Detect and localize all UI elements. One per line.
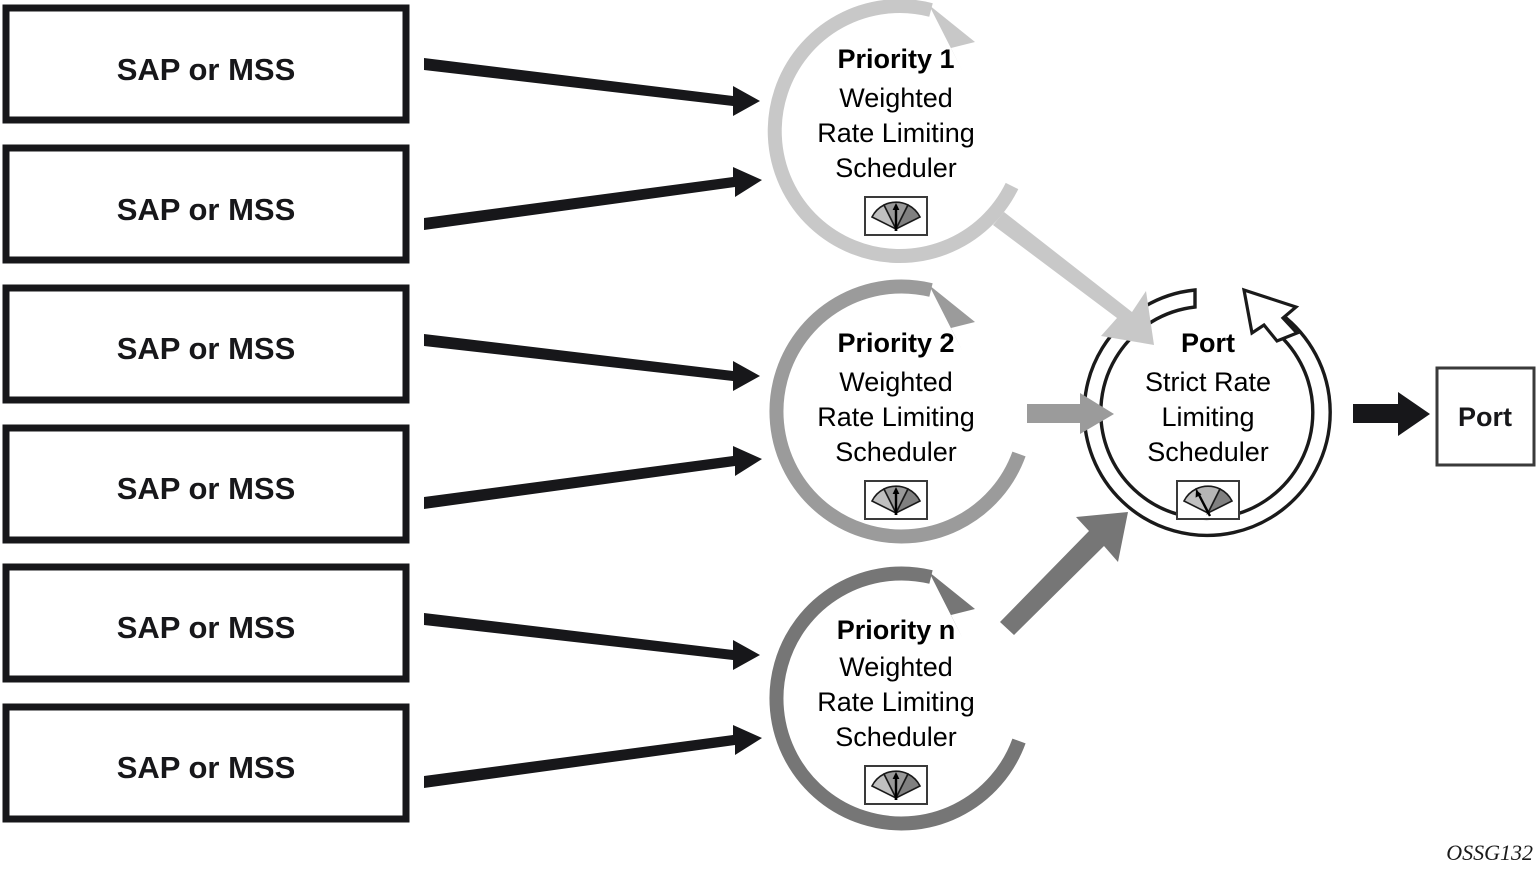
flow-arrow-sap-3-to-priority-2 [424,334,760,391]
rotation-arrowhead-icon [929,5,975,70]
source-box-sap-4[interactable]: SAP or MSS [2,424,410,544]
rotation-arrowhead-icon [929,285,975,350]
source-box-sap-2[interactable]: SAP or MSS [2,144,410,264]
scheduler-title: Priority 2 [837,328,954,358]
scheduler-line-2: Rate Limiting [817,118,975,148]
gauge-icon [864,196,928,236]
scheduler-priority-2[interactable]: Priority 2 Weighted Rate Limiting Schedu… [769,279,1026,544]
gauge-icon [864,765,928,805]
figure-caption: OSSG132 [1446,840,1533,865]
source-box-sap-5[interactable]: SAP or MSS [2,563,410,683]
flow-arrow-sap-2-to-priority-1 [424,167,762,230]
scheduler-priority-1[interactable]: Priority 1 Weighted Rate Limiting Schedu… [767,0,1019,264]
scheduler-port-strict[interactable]: Port Strict Rate Limiting Scheduler [1082,287,1332,538]
source-box-label: SAP or MSS [117,610,296,645]
scheduler-line-2: Limiting [1161,402,1254,432]
port-output-label: Port [1458,402,1512,432]
source-box-sap-3[interactable]: SAP or MSS [2,284,410,404]
scheduler-line-1: Strict Rate [1145,367,1271,397]
scheduler-line-1: Weighted [839,367,953,397]
scheduler-line-1: Weighted [839,83,953,113]
source-box-label: SAP or MSS [117,750,296,785]
scheduler-line-2: Rate Limiting [817,402,975,432]
gauge-icon [1176,480,1240,520]
gauge-icon [864,480,928,520]
source-box-label: SAP or MSS [117,331,296,366]
scheduler-title: Port [1181,328,1235,358]
rotation-arrowhead-icon [929,572,975,637]
flow-arrow-priority-1-to-port [993,212,1154,345]
flow-arrow-sap-5-to-priority-n [424,613,760,670]
flow-arrow-port-to-output [1353,392,1430,436]
source-box-sap-6[interactable]: SAP or MSS [2,703,410,823]
flow-arrow-priority-n-to-port [1000,512,1128,635]
scheduler-title: Priority 1 [837,44,954,74]
scheduler-line-2: Rate Limiting [817,687,975,717]
port-output-box[interactable]: Port [1435,366,1536,467]
source-box-label: SAP or MSS [117,52,296,87]
source-box-label: SAP or MSS [117,471,296,506]
scheduler-line-3: Scheduler [835,153,957,183]
scheduler-priority-n[interactable]: Priority n Weighted Rate Limiting Schedu… [769,566,1026,831]
source-box-sap-1[interactable]: SAP or MSS [2,4,410,124]
scheduler-line-3: Scheduler [835,722,957,752]
rotation-arrowhead-icon [1241,287,1300,343]
flow-arrow-sap-6-to-priority-n [424,725,762,788]
scheduler-line-3: Scheduler [835,437,957,467]
scheduler-line-1: Weighted [839,652,953,682]
flow-arrow-sap-1-to-priority-1 [424,58,760,116]
flow-arrow-sap-4-to-priority-2 [424,446,762,509]
flow-arrow-priority-2-to-port [1027,393,1114,434]
scheduler-title: Priority n [837,615,956,645]
scheduler-line-3: Scheduler [1147,437,1269,467]
source-box-label: SAP or MSS [117,192,296,227]
